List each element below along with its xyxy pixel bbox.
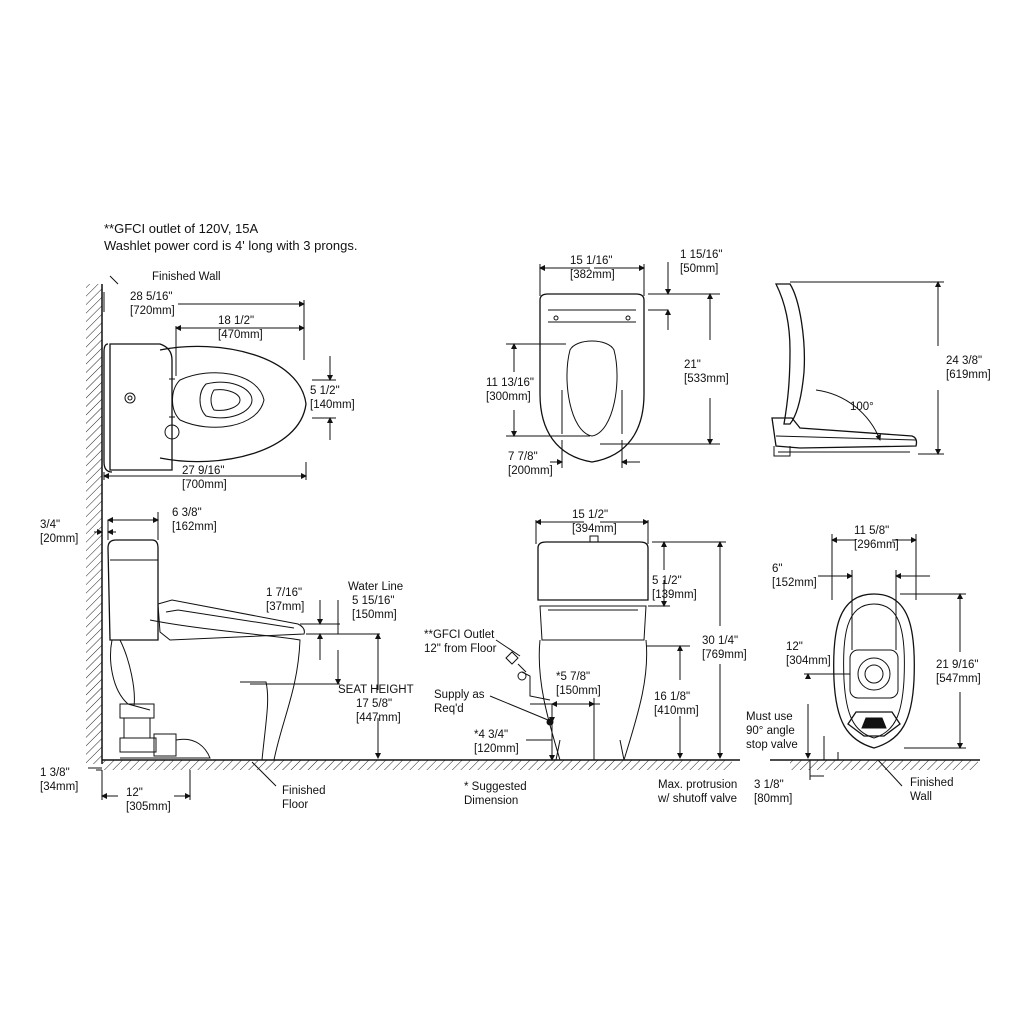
dim-5-15-16: 5 15/16"[150mm] xyxy=(352,595,397,621)
side-elevation-toilet xyxy=(107,539,305,761)
dim-3-1-8: 3 1/8"[80mm] xyxy=(754,779,793,805)
front-elevation-toilet xyxy=(537,535,649,761)
dim-15-1-16: 15 1/16"[382mm] xyxy=(570,255,615,281)
dim-3-4: 3/4"[20mm] xyxy=(40,519,79,545)
seat-angle: 100° xyxy=(850,401,874,413)
dim-27-9-16: 27 9/16"[700mm] xyxy=(182,465,227,491)
dim-15-1-2: 15 1/2"[394mm] xyxy=(572,509,617,535)
dim-6: 6"[152mm] xyxy=(772,563,817,589)
back-plan-toilet xyxy=(833,593,915,749)
dim-18-1-2: 18 1/2"[470mm] xyxy=(218,315,263,341)
finished-wall-hatch xyxy=(86,284,103,764)
dim-5-1-2-top: 5 1/2"[140mm] xyxy=(310,385,355,411)
dim-24-3-8: 24 3/8"[619mm] xyxy=(946,355,991,381)
dim-16-1-8: 16 1/8"[410mm] xyxy=(654,691,699,717)
dim-30-1-4: 30 1/4"[769mm] xyxy=(702,635,747,661)
gfci-note: **GFCI outlet of 120V, 15A xyxy=(104,221,259,236)
water-line-label: Water Line xyxy=(348,581,404,593)
dim-1-7-16: 1 7/16"[37mm] xyxy=(266,587,305,613)
dim-11-13-16: 11 13/16"[300mm] xyxy=(486,377,534,403)
dim-1-3-8: 1 3/8"[34mm] xyxy=(40,767,79,793)
dim-4-3-4: *4 3/4"[120mm] xyxy=(474,729,519,755)
dim-12-back: 12"[304mm] xyxy=(786,641,831,667)
power-cord-note: Washlet power cord is 4' long with 3 pro… xyxy=(104,238,358,253)
dim-21-9-16: 21 9/16"[547mm] xyxy=(936,659,981,685)
dim-6-3-8: 6 3/8"[162mm] xyxy=(172,507,217,533)
dim-21: 21"[533mm] xyxy=(684,359,729,385)
dim-28-5-16: 28 5/16"[720mm] xyxy=(130,291,175,317)
front-seat-lid-view xyxy=(539,293,645,463)
dim-5-7-8: *5 7/8"[150mm] xyxy=(556,671,601,697)
dim-1-15-16: 1 15/16"[50mm] xyxy=(680,249,723,275)
dim-12-side: 12"[305mm] xyxy=(126,787,171,813)
seat-height-label: SEAT HEIGHT xyxy=(338,684,414,696)
seat-side-view xyxy=(771,283,918,457)
top-view-toilet xyxy=(103,343,307,473)
finished-wall-label: Finished Wall xyxy=(152,271,221,283)
dim-11-5-8: 11 5/8"[296mm] xyxy=(854,525,899,551)
dim-7-7-8: 7 7/8"[200mm] xyxy=(508,451,553,477)
dim-5-1-2-front: 5 1/2"[139mm] xyxy=(652,575,697,601)
dim-17-5-8: 17 5/8"[447mm] xyxy=(356,698,401,724)
